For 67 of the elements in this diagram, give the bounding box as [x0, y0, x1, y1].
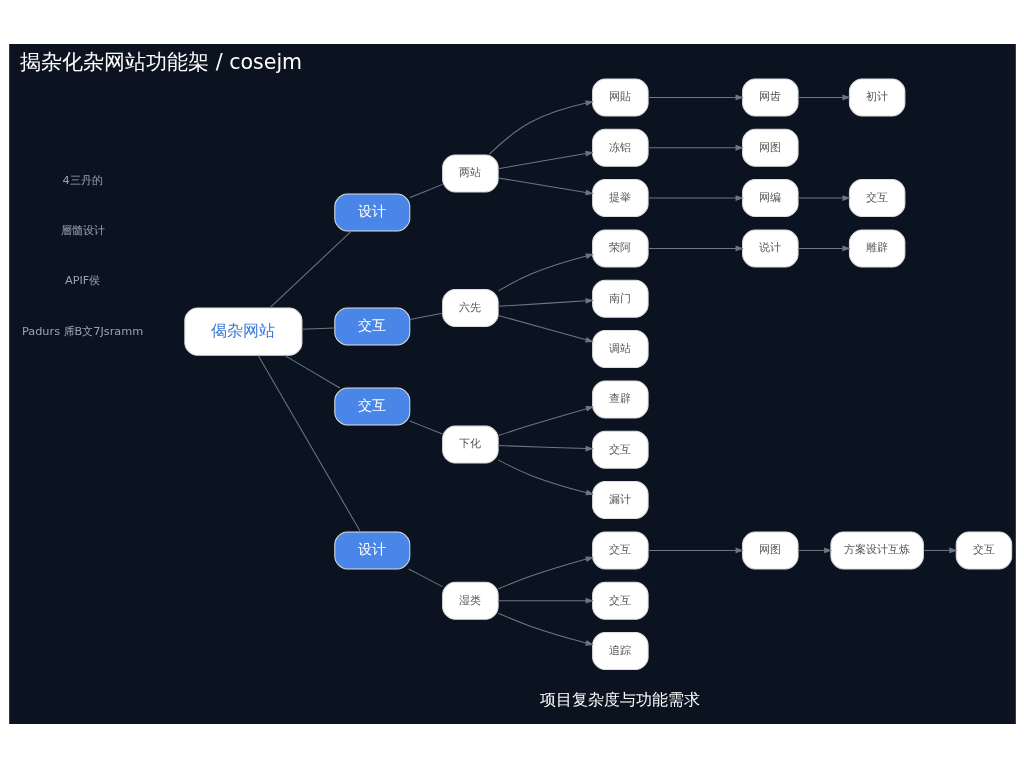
arrow [797, 547, 832, 554]
arrow [497, 253, 594, 292]
node-box: 网貼 [591, 78, 649, 117]
arrow [497, 297, 594, 307]
node-box: 荣阿 [591, 229, 649, 268]
arrow [488, 100, 594, 155]
node-box: 六先 [441, 289, 499, 327]
arrow [647, 144, 744, 151]
connector [408, 420, 443, 435]
connector [408, 312, 443, 320]
connector [283, 354, 340, 389]
node-box: 交互 [591, 581, 649, 620]
arrow [797, 245, 851, 252]
arrow [497, 177, 594, 196]
node-box: 说计 [741, 229, 799, 268]
node-box: 交互 [591, 531, 649, 570]
node-box: 交互 [848, 179, 905, 218]
node-box: 追踪 [591, 632, 649, 671]
label: 4三丹的 [62, 173, 103, 187]
node-box: 偈杂网站 [183, 307, 302, 356]
arrow [497, 314, 594, 343]
node-box: 冻铝 [591, 128, 649, 167]
arrow [497, 445, 594, 452]
node-box: 网图 [741, 531, 799, 570]
node-box: 交互 [333, 387, 410, 426]
node-box: 提举 [591, 179, 649, 218]
arrow [647, 195, 744, 201]
connector [301, 327, 335, 330]
node-box: 下化 [441, 425, 499, 464]
caption: 项目复杂度与功能需求 [539, 690, 700, 710]
node-box: 交互 [333, 307, 410, 346]
node-box: 网齿 [741, 78, 799, 117]
node-box: 设计 [333, 531, 410, 570]
arrow [647, 245, 744, 252]
node-box: 初计 [848, 78, 905, 117]
label: 層髓设计 [60, 223, 105, 237]
label: APIF侯 [64, 274, 100, 288]
node-box: 漏计 [591, 481, 649, 520]
node-box: 交互 [591, 430, 649, 469]
connector [407, 568, 443, 588]
arrow [647, 547, 744, 554]
node-box: 湿类 [441, 581, 499, 620]
arrow [497, 459, 594, 496]
node-box: 网图 [741, 128, 799, 167]
node-box: 两站 [441, 154, 499, 193]
arrow [497, 556, 594, 590]
node-box: 设计 [333, 193, 410, 232]
arrow [922, 547, 958, 554]
arrow [497, 612, 594, 646]
diagram-title: 揭杂化杂网站功能架 / cosejm [19, 49, 302, 74]
arrow [497, 150, 594, 170]
node-box: 交互 [955, 531, 1012, 570]
arrow [797, 94, 851, 101]
connector [268, 230, 352, 309]
arrow [497, 597, 594, 604]
node-box: 调站 [591, 330, 649, 369]
node-box: 雕辟 [848, 229, 905, 268]
node-box: 网编 [741, 179, 799, 218]
arrow [647, 94, 744, 101]
node-box: 方案设计互炼 [829, 531, 924, 570]
arrow [497, 406, 594, 437]
connector [257, 354, 361, 533]
node-box: 查辟 [591, 380, 649, 419]
arrow [797, 195, 851, 201]
node-box: 南门 [591, 279, 649, 318]
label: Padurs 乕B文7Jsramm [21, 324, 143, 338]
connector [408, 183, 443, 199]
